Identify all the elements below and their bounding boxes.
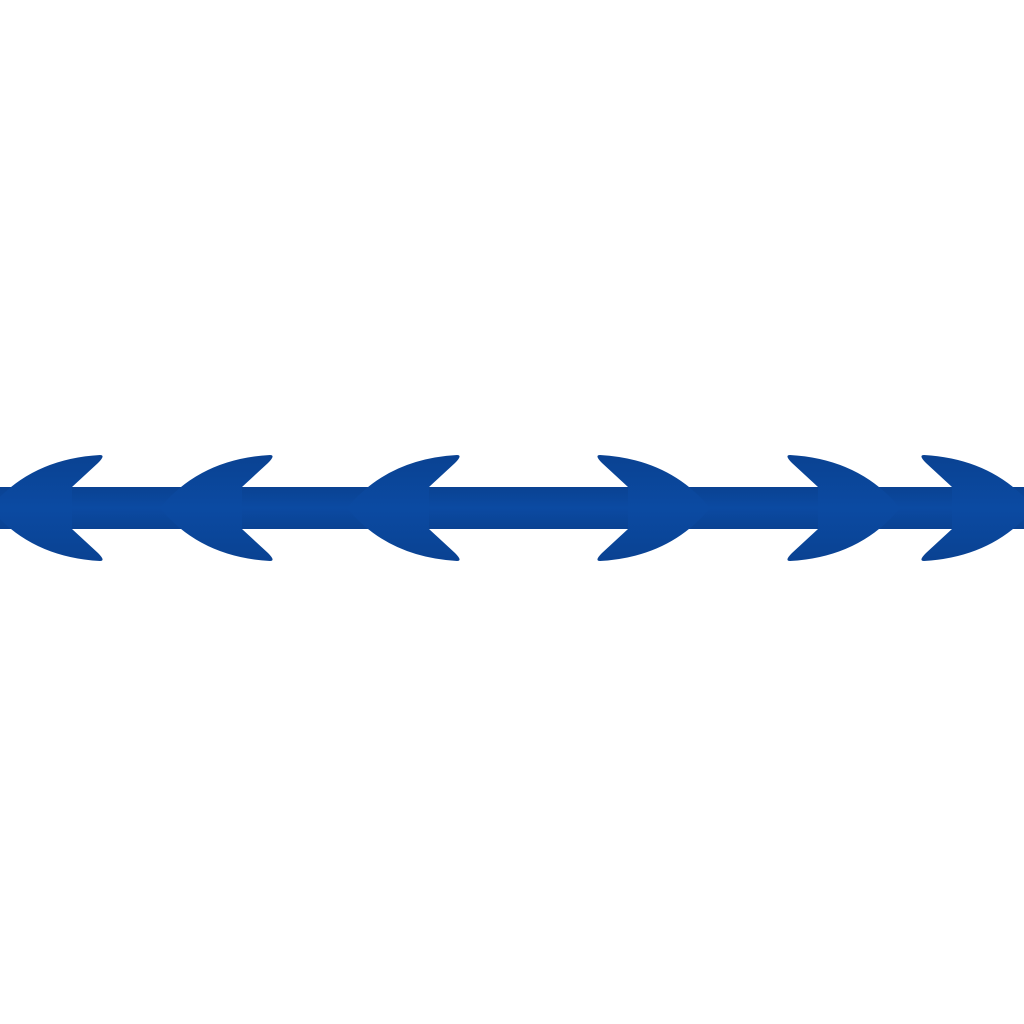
arrowhead-right-5 <box>787 455 900 561</box>
arrowhead-right-4 <box>597 455 710 561</box>
arrowhead-right-6 <box>921 455 1024 561</box>
arrowhead-left-3 <box>347 455 460 561</box>
arrowhead-left-1 <box>0 455 103 561</box>
arrowhead-left-2 <box>160 455 273 561</box>
arrowhead-group <box>0 455 1024 561</box>
